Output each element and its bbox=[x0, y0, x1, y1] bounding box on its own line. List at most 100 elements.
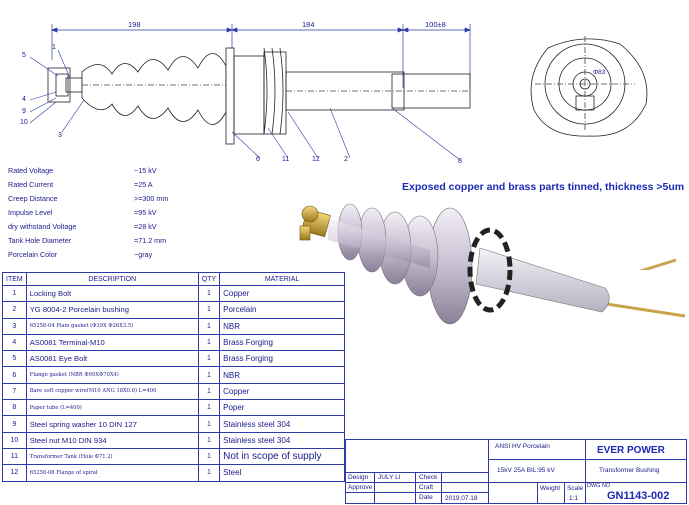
table-row: 5 AS0081 Eye Bolt 1 Brass Forging bbox=[2, 350, 345, 368]
balloon-10: 10 bbox=[20, 119, 28, 126]
bom-material: Copper bbox=[219, 382, 345, 401]
dimension-lines bbox=[51, 24, 471, 88]
spec-value: ~gray bbox=[134, 250, 153, 259]
bom-item: 8 bbox=[2, 399, 27, 417]
bom-qty: 1 bbox=[197, 464, 221, 482]
table-row: 6 Flange gasket (NBR Φ99XΦ70X4) 1 NBR bbox=[2, 366, 345, 384]
company-name: EVER POWER bbox=[597, 445, 665, 456]
bom-description: Flange gasket (NBR Φ99XΦ70X4) bbox=[25, 366, 199, 384]
bom-header-description: DESCRIPTION bbox=[25, 272, 199, 286]
bushing-end-view bbox=[530, 36, 648, 137]
bom-description: Transformer Tank (Hole Φ71.2) bbox=[25, 447, 199, 466]
spec-label: Rated Voltage bbox=[8, 166, 54, 175]
title-standard: ANSI HV Porcelain bbox=[495, 443, 550, 450]
bom-item: 12 bbox=[2, 464, 27, 482]
craft-label: Craft bbox=[419, 484, 434, 491]
bom-item: 9 bbox=[2, 415, 27, 433]
date-label: Date bbox=[419, 494, 433, 501]
bom-material: Not in scope of supply bbox=[219, 447, 345, 466]
bom-description: Locking Bolt bbox=[25, 284, 199, 303]
balloon-2: 2 bbox=[344, 156, 348, 163]
spec-value: ~15 kV bbox=[134, 166, 157, 175]
dim-184: 184 bbox=[302, 20, 315, 29]
bushing-side-view bbox=[47, 47, 471, 145]
bom-material: Steel bbox=[219, 464, 345, 482]
balloon-6: 6 bbox=[256, 156, 260, 163]
balloon-11: 11 bbox=[282, 156, 289, 163]
title-block: ANSI HV Porcelain EVER POWER 15kV 25A BI… bbox=[345, 439, 687, 504]
spec-value: =28 kV bbox=[134, 222, 157, 231]
dim-100: 100±8 bbox=[425, 20, 446, 29]
bom-material: Porcelain bbox=[219, 301, 345, 319]
bom-material: Stainless steel 304 bbox=[219, 431, 345, 449]
bom-qty: 1 bbox=[197, 301, 221, 319]
dwg-no-label: DWG NO bbox=[587, 483, 611, 489]
dim-diameter: Φ83 bbox=[593, 69, 606, 76]
table-row: 8 Paper tube (L=400) 1 Poper bbox=[2, 399, 345, 417]
bom-qty: 1 bbox=[197, 431, 221, 449]
bom-material: NBR bbox=[219, 366, 345, 384]
balloon-3: 3 bbox=[58, 132, 62, 139]
balloon-12: 12 bbox=[312, 156, 320, 163]
balloon-4: 4 bbox=[22, 96, 26, 103]
dim-198: 198 bbox=[128, 20, 141, 29]
bom-qty: 1 bbox=[197, 366, 221, 384]
bom-qty: 1 bbox=[197, 350, 221, 368]
weight-label: Weight bbox=[540, 485, 561, 492]
bom-item: 4 bbox=[2, 333, 27, 352]
table-row: 12 65258-08 Flange of spiral 1 Steel bbox=[2, 464, 345, 482]
balloon-5: 5 bbox=[22, 52, 26, 59]
table-row: 7 Bare soft copper wire(M10 ANG 18X0.6) … bbox=[2, 382, 345, 401]
balloon-1: 1 bbox=[52, 44, 56, 51]
bom-table: ITEM DESCRIPTION QTY MATERIAL 1 Locking … bbox=[2, 272, 345, 482]
table-row: 3 65258-04 Plain gasket (Φ39X Φ26X3.5) 1… bbox=[2, 317, 345, 335]
bom-item: 11 bbox=[2, 447, 27, 466]
bom-description: AS0081 Eye Bolt bbox=[25, 350, 199, 368]
table-row: 11 Transformer Tank (Hole Φ71.2) 1 Not i… bbox=[2, 447, 345, 466]
tinning-note: Exposed copper and brass parts tinned, t… bbox=[402, 181, 685, 193]
bom-description: 65258-08 Flange of spiral bbox=[25, 464, 199, 482]
bom-item: 10 bbox=[2, 431, 27, 449]
bom-header-qty: QTY bbox=[197, 272, 221, 286]
table-row: 2 YG 8004-2 Porcelain bushing 1 Porcelai… bbox=[2, 301, 345, 319]
spec-label: Rated Current bbox=[8, 180, 54, 189]
drawing-number: GN1143-002 bbox=[607, 490, 670, 502]
bom-qty: 1 bbox=[197, 382, 221, 401]
design-label: Design bbox=[348, 474, 369, 481]
table-row: 10 Steel nut M10 DIN 934 1 Stainless ste… bbox=[2, 431, 345, 449]
bom-description: AS0081 Terminal-M10 bbox=[25, 333, 199, 352]
bom-description: Steel nut M10 DIN 934 bbox=[25, 431, 199, 449]
table-row: 9 Steel spring washer 10 DIN 127 1 Stain… bbox=[2, 415, 345, 433]
bom-qty: 1 bbox=[197, 333, 221, 352]
table-row: 1 Locking Bolt 1 Copper bbox=[2, 284, 345, 303]
bom-description: Steel spring washer 10 DIN 127 bbox=[25, 415, 199, 433]
bom-qty: 1 bbox=[197, 317, 221, 335]
bom-item: 2 bbox=[2, 301, 27, 319]
bom-description: YG 8004-2 Porcelain bushing bbox=[25, 301, 199, 319]
bom-header-row: ITEM DESCRIPTION QTY MATERIAL bbox=[2, 272, 345, 286]
bom-material: Copper bbox=[219, 284, 345, 303]
bom-qty: 1 bbox=[197, 415, 221, 433]
bom-description: 65258-04 Plain gasket (Φ39X Φ26X3.5) bbox=[25, 317, 199, 335]
bom-qty: 1 bbox=[197, 284, 221, 303]
date-value: 2019.07.18 bbox=[445, 495, 478, 502]
bushing-3d-render bbox=[638, 258, 677, 270]
bom-qty: 1 bbox=[197, 399, 221, 417]
table-row: 4 AS0081 Terminal-M10 1 Brass Forging bbox=[2, 333, 345, 352]
scale-value: 1:1 bbox=[569, 495, 579, 502]
spec-label: Impulse Level bbox=[8, 208, 53, 217]
spec-label: Porcelain Color bbox=[8, 250, 58, 259]
technical-drawing: 198 184 100±8 5 1 4 bbox=[20, 20, 677, 270]
bom-material: Poper bbox=[219, 399, 345, 417]
bom-item: 1 bbox=[2, 284, 27, 303]
bom-header-item: ITEM bbox=[2, 272, 27, 286]
spec-value: =71.2 mm bbox=[134, 236, 167, 245]
bom-item: 6 bbox=[2, 366, 27, 384]
bom-material: Brass Forging bbox=[219, 350, 345, 368]
bom-item: 5 bbox=[2, 350, 27, 368]
bom-header-material: MATERIAL bbox=[219, 272, 345, 286]
bom-material: NBR bbox=[219, 317, 345, 335]
bom-description: Bare soft copper wire(M10 ANG 18X0.6) L=… bbox=[25, 382, 199, 401]
spec-label: dry withstand Voltage bbox=[8, 222, 77, 231]
spec-label: Creep Distance bbox=[8, 194, 58, 203]
